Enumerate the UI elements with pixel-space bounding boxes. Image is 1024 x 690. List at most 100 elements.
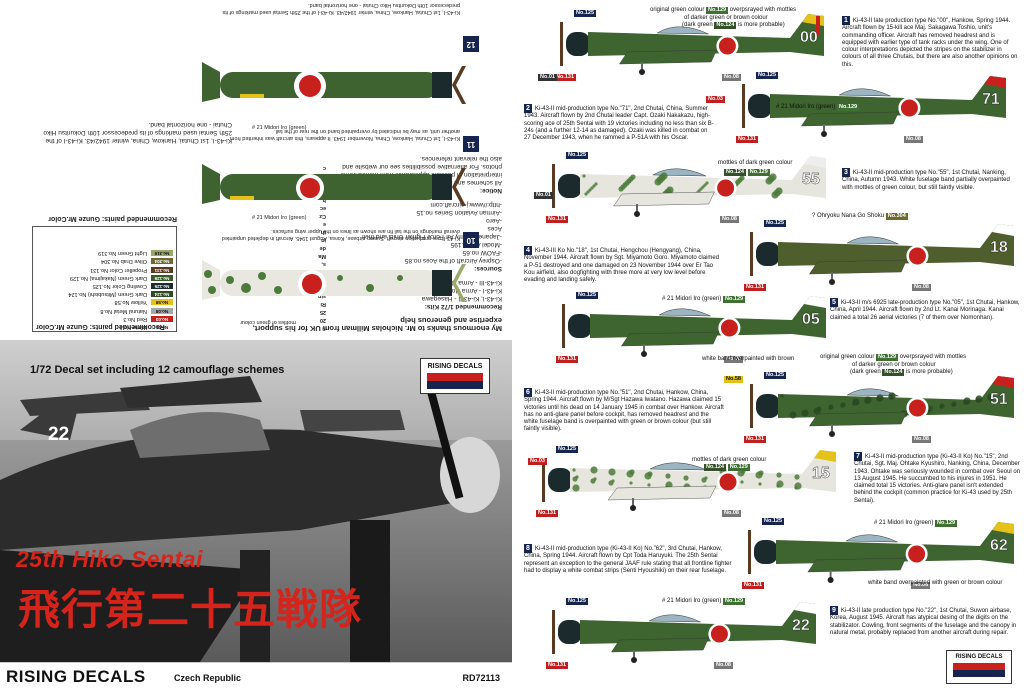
tail-code: 71 bbox=[982, 91, 1000, 108]
chip-metal: No.08 bbox=[714, 662, 733, 669]
scheme-description-text: Ki-43-II mid-production type No."55", 1s… bbox=[842, 170, 1010, 191]
scheme-description-text: Ki-43-II late production type No."22", 1… bbox=[830, 608, 1017, 636]
note-midori-9: # 21 Midori Iro (green) No.129 bbox=[662, 598, 746, 605]
paint-chip-label: No.03 bbox=[528, 458, 547, 465]
tail-code: 05 bbox=[802, 311, 820, 328]
chip-propeller: No.131 bbox=[556, 356, 579, 363]
paint-row: No.125 Cowling Color No.125 bbox=[33, 282, 176, 290]
notice-title: Notice: bbox=[479, 187, 502, 194]
chip-cowling: No.125 bbox=[566, 152, 589, 159]
paint-chip-label: No.01 bbox=[538, 74, 557, 81]
plane-scheme-8: 62 bbox=[748, 522, 1014, 583]
chip-propeller: No.131 bbox=[546, 216, 569, 223]
scheme-11-description: Ki-43-I, 1st Chutai, Hankow, China, Nove… bbox=[229, 128, 460, 142]
chip-propeller: No.131 bbox=[736, 136, 759, 143]
plane-scheme-6: 51 bbox=[750, 376, 1014, 437]
plane-scheme-5: 05 bbox=[562, 296, 826, 357]
note-dark-green-probable: (dark green No.124 is more probable) bbox=[682, 22, 785, 29]
recommended-paints-title: Recommended paints: Gunze Mr.Color bbox=[48, 215, 177, 222]
scheme-description-text: Ki-43-II mid-production type No."71", 2n… bbox=[524, 106, 714, 142]
scheme-description-text: Ki-43-III Ko No."18", 1st Chutai, Hengch… bbox=[524, 248, 720, 284]
paint-chip-label: No.58 bbox=[724, 376, 743, 383]
brand-country: Czech Republic bbox=[174, 673, 242, 683]
paint-code: No.124 bbox=[151, 291, 173, 298]
chip-propeller: No.131 bbox=[744, 284, 767, 291]
scheme-12-note: # 21 Midori Iro (green) bbox=[252, 125, 307, 131]
plane-scheme-1: 00 bbox=[560, 14, 824, 75]
paint-code: No.58 bbox=[151, 299, 173, 306]
box-art-photo: 22 1/72 Decal set including 12 camouflag… bbox=[0, 340, 512, 662]
chip-cowling: No.125 bbox=[556, 446, 579, 453]
rising-decals-logo: RISING DECALS bbox=[420, 358, 490, 394]
chip-metal: No.08 bbox=[722, 74, 741, 81]
chip-cowling: No.125 bbox=[576, 292, 599, 299]
plane-scheme-2: 71 bbox=[742, 76, 1006, 137]
chip-propeller: No.131 bbox=[536, 510, 559, 517]
paint-code: No.08 bbox=[151, 307, 173, 314]
paint-code: No.125 bbox=[151, 282, 173, 289]
scheme-description-text: Ki-43-II mid-production type No."51", 2n… bbox=[524, 390, 724, 433]
catalog-number: RD72113 bbox=[462, 673, 500, 683]
instruction-sheet-upside-down: My enormous thanks to Mr. Nicholas Millm… bbox=[0, 0, 512, 340]
plane-scheme-9: 22 bbox=[552, 602, 816, 663]
unit-title-kanji: 飛行第二十五戦隊 bbox=[18, 585, 363, 634]
chip-metal: No.08 bbox=[724, 356, 743, 363]
scheme-description-text: Ki-43-II late production type No."00", H… bbox=[842, 18, 1018, 68]
note-original-green-6: original green colour No.129 overpsrayed… bbox=[820, 354, 967, 361]
scheme-12-text: Ki-43-I, 1st Chutai, Hankow, China, wint… bbox=[43, 121, 232, 144]
paint-name: Red No.3 bbox=[123, 315, 147, 322]
plane-scheme-10 bbox=[202, 260, 466, 302]
scheme-10-description: Ki-43-II pre-production aircraft, Suwon … bbox=[221, 228, 460, 242]
note-mottles-7: mottles of dark green colour bbox=[692, 457, 767, 463]
left-panel: My enormous thanks to Mr. Nicholas Millm… bbox=[0, 0, 512, 690]
scheme-12-description: Ki-43-I, 1st Chutai, Hankow, China, wint… bbox=[222, 2, 460, 16]
note-darker-green-6: of darker green or brown colour bbox=[852, 362, 936, 368]
chip-propeller: No.131 bbox=[742, 582, 765, 589]
paint-name: Cowling Color No.125 bbox=[92, 282, 147, 289]
paint-chip-label: No.01 bbox=[534, 192, 553, 199]
chip-propeller: No.131 bbox=[554, 74, 577, 81]
chip-cowling: No.125 bbox=[764, 372, 787, 379]
photo-scene bbox=[0, 340, 512, 662]
scheme-description-text: Ki-43-II m/s 6925 late-production type N… bbox=[830, 300, 1020, 321]
note-olive-drab: ? Ohryoku Nana Go Shoku No.304 bbox=[812, 213, 908, 220]
paint-name: Dark Green (Mitsubishi) No.124 bbox=[68, 291, 147, 298]
chip-cowling: No.125 bbox=[762, 518, 785, 525]
plane-scheme-7: 15 bbox=[542, 450, 836, 511]
note-mottle-chips: No.124 No.129 bbox=[724, 169, 770, 176]
plane-scheme-12 bbox=[202, 62, 466, 104]
paint-code: No.129 bbox=[151, 274, 173, 281]
scheme-number-badge: 7 bbox=[854, 452, 862, 461]
scale-title: 1/72 Decal set including 12 camouflage s… bbox=[30, 364, 285, 376]
paint-chip-label: No.03 bbox=[706, 96, 725, 103]
brand-name: RISING DECALS bbox=[6, 667, 146, 686]
paint-code: No.319 bbox=[151, 250, 173, 257]
chip-cowling: No.125 bbox=[566, 598, 589, 605]
tail-code: 51 bbox=[990, 391, 1008, 408]
tail-code: 62 bbox=[990, 537, 1008, 554]
note-darker-green: of darker green or brown colour bbox=[684, 15, 768, 21]
scheme-number-badge: 9 bbox=[830, 606, 838, 615]
scheme-10-note: mottles of green colour bbox=[240, 319, 296, 325]
scheme-description-text: Ki-43-II mid-production type (Ki-43-II K… bbox=[524, 546, 732, 574]
scheme-number-badge: 8 bbox=[524, 544, 532, 553]
chip-cowling: No.125 bbox=[756, 72, 779, 79]
brand-bar: RISING DECALS Czech Republic RD72113 bbox=[0, 662, 512, 690]
scheme-10-badge: 10 bbox=[463, 232, 479, 248]
